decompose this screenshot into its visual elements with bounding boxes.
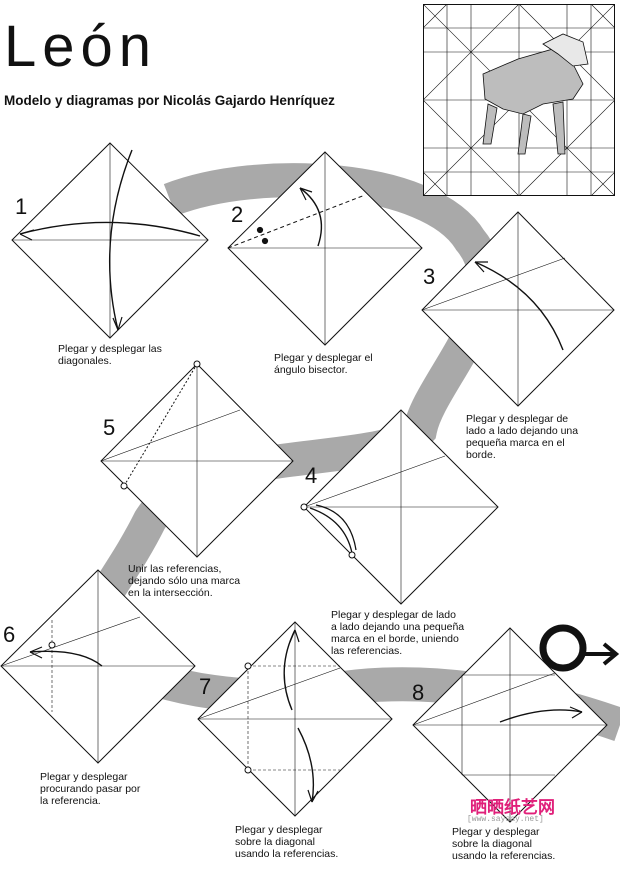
step-number-8: 8: [412, 680, 425, 705]
step-number-1: 1: [15, 194, 28, 219]
step-number-4: 4: [305, 463, 318, 488]
step-2-diagram: [227, 151, 423, 346]
step-5-caption: Unir las referencias,dejando sólo una ma…: [128, 563, 241, 599]
step-number-7: 7: [199, 674, 212, 699]
step-number-6: 6: [3, 622, 16, 647]
watermark-url: [www.saysay.net]: [467, 815, 544, 824]
step-number-3: 3: [423, 264, 436, 289]
step-number-5: 5: [103, 415, 116, 440]
watermark-logo: 晒晒纸艺网: [470, 798, 555, 817]
step-4-diagram: [300, 409, 499, 605]
step-number-2: 2: [231, 202, 244, 227]
step-3-diagram: [421, 211, 615, 407]
page-title: León: [4, 14, 158, 79]
turn-over-icon: [539, 624, 620, 672]
step-8-diagram: [412, 627, 608, 823]
step-1-diagram: [11, 142, 209, 339]
step-7-diagram: [197, 621, 393, 817]
step-6-diagram: [0, 569, 196, 764]
crease-pattern-thumbnail: [423, 4, 615, 196]
page-subtitle: Modelo y diagramas por Nicolás Gajardo H…: [4, 93, 335, 108]
step-5-diagram: [100, 360, 294, 558]
